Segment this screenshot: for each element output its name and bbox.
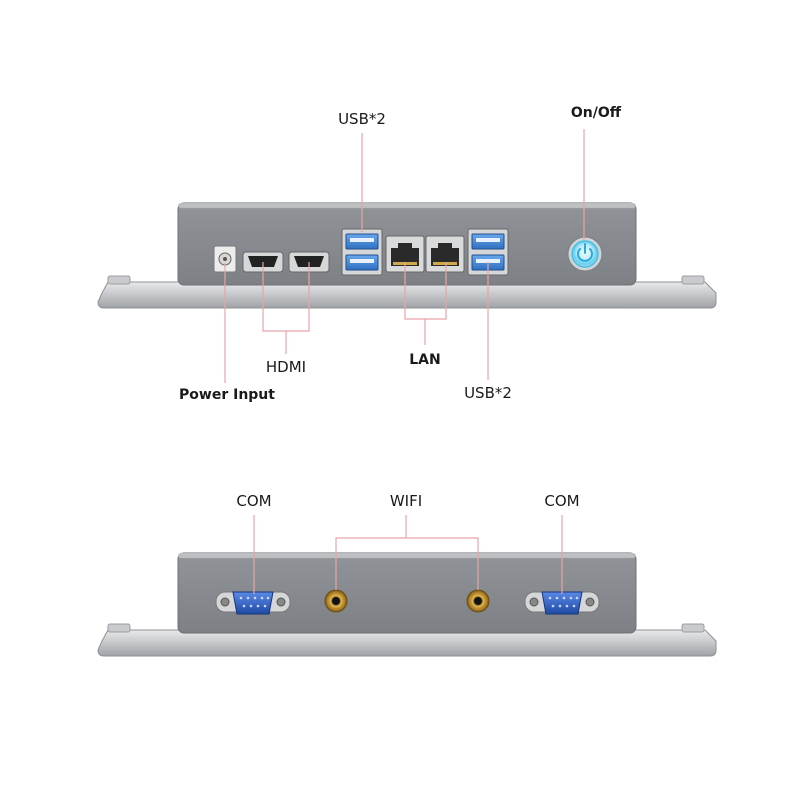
power-button [567, 236, 603, 272]
com-right-label: COM [544, 492, 580, 510]
com-left-label: COM [236, 492, 272, 510]
dc-power-jack [213, 245, 237, 273]
top-panel [97, 129, 717, 383]
top-leader-lines [224, 129, 585, 383]
wifi-antenna-left [324, 589, 348, 613]
wifi-label: WIFI [389, 492, 423, 510]
lan-port-2 [425, 235, 465, 273]
lan-label: LAN [409, 352, 441, 368]
top-flange-tab-left [107, 275, 131, 285]
usb-stack-right [467, 228, 509, 276]
on-off-label: On/Off [570, 105, 622, 121]
bottom-flange-tab-left [107, 623, 131, 633]
usb-stack-left [341, 228, 383, 276]
top-flange [97, 281, 717, 309]
com-port-right [524, 591, 600, 615]
usb-top-label: USB*2 [338, 110, 386, 128]
bottom-flange [97, 629, 717, 657]
com-port-left [215, 591, 291, 615]
top-flange-tab-right [681, 275, 705, 285]
wifi-antenna-right [466, 589, 490, 613]
hdmi-label: HDMI [265, 358, 307, 376]
bottom-flange-tab-right [681, 623, 705, 633]
power-input-label: Power Input [179, 387, 275, 403]
lan-port-1 [385, 235, 425, 273]
usb-bottom-label: USB*2 [464, 384, 512, 402]
bottom-panel [97, 515, 717, 657]
bottom-leader-lines [253, 515, 563, 594]
power-symbol-icon [577, 248, 593, 262]
